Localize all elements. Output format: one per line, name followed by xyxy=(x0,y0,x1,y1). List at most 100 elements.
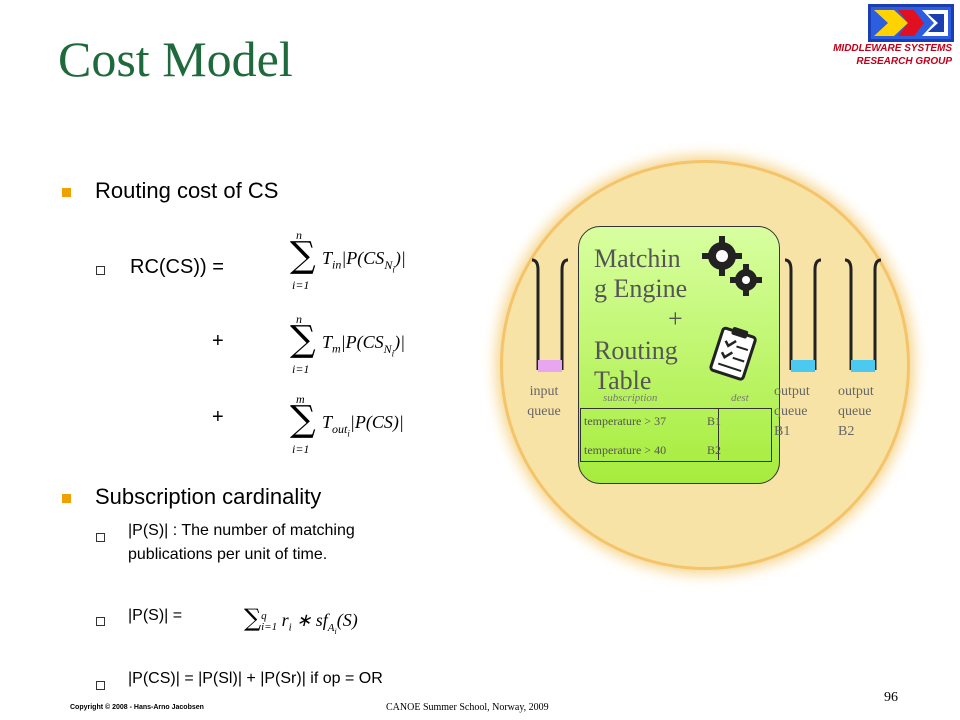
output-b2-line3: B2 xyxy=(838,424,855,439)
msrg-logo xyxy=(868,4,954,42)
term-end: )| xyxy=(394,332,406,352)
output-queue-b2-label: output queue B2 xyxy=(838,382,890,442)
table-header-subscription: subscription xyxy=(603,392,658,404)
clipboard-icon xyxy=(709,326,757,381)
bullet-marker xyxy=(62,494,71,503)
term-end: )| xyxy=(394,248,406,268)
term-r-sub: i xyxy=(288,621,292,634)
output-queue-b2-item xyxy=(851,360,875,372)
gears-icon xyxy=(702,236,762,296)
term-subsub: N xyxy=(383,341,392,356)
ps-description-line1: |P(S)| : The number of matching xyxy=(128,522,355,539)
sub-bullet-marker xyxy=(96,266,105,275)
term-sub: m xyxy=(332,341,341,356)
term-sub: out xyxy=(332,421,348,436)
sum-lower-limit: i=1 xyxy=(261,620,278,633)
bullet-subscription-cardinality: Subscription cardinality xyxy=(95,484,322,509)
sum-upper-limit: q xyxy=(261,609,267,622)
term-end: (S) xyxy=(336,610,358,630)
input-queue-label-line1: input xyxy=(529,384,559,399)
sigma-symbol: ∑ xyxy=(290,235,316,276)
table-row-1-dest: B1 xyxy=(707,414,722,428)
sub-bullet-marker xyxy=(96,681,105,690)
term-mid: ∗ sf xyxy=(291,610,328,630)
output-queue-b1-label: output queue B1 xyxy=(774,382,826,442)
term-sf-subsub: i xyxy=(334,626,337,636)
sum-lower-limit: i=1 xyxy=(292,442,310,456)
table-row-1-subscription: temperature > 37 xyxy=(584,414,667,428)
logo-text: MIDDLEWARE SYSTEMS RESEARCH GROUP xyxy=(833,42,952,68)
sum-lower-limit: i=1 xyxy=(292,362,310,376)
sigma-symbol: ∑ xyxy=(290,319,316,360)
engine-plus: + xyxy=(668,304,683,333)
page-number: 96 xyxy=(884,690,898,705)
slide-title: Cost Model xyxy=(58,31,293,87)
output-b2-line1: output xyxy=(838,384,874,399)
rc-label: RC(CS)) = xyxy=(130,256,224,278)
term-subsubsub: i xyxy=(391,347,395,358)
engine-line2: g Engine xyxy=(594,274,688,303)
term-r: r xyxy=(281,610,289,630)
output-queue-b1-item xyxy=(791,360,815,372)
term-sf-sub: A xyxy=(327,621,335,634)
plus-sign-1: + xyxy=(212,330,224,352)
term-subsub: N xyxy=(384,257,393,272)
output-b1-line2: queue xyxy=(774,404,808,419)
term-rest: |P(CS xyxy=(341,248,385,268)
routing-line1: Routing xyxy=(594,336,678,365)
routing-line2: Table xyxy=(594,366,652,395)
ps-description-line2: publications per unit of time. xyxy=(128,546,328,563)
term-subsub: i xyxy=(347,427,350,438)
term-t: T xyxy=(322,412,333,432)
footer-copyright: Copyright © 2008 - Hans-Arno Jacobsen xyxy=(70,704,204,711)
sum-term: Touti|P(CS)| xyxy=(322,412,404,438)
sigma-symbol: ∑ xyxy=(290,399,316,440)
output-b1-line1: output xyxy=(774,384,810,399)
output-b2-line2: queue xyxy=(838,404,872,419)
formula-sum-m: n ∑ i=1 Tm|P(CSNi)| xyxy=(290,312,480,382)
sum-lower-limit: i=1 xyxy=(292,278,310,292)
term-t: T xyxy=(322,332,333,352)
pcs-equation: |P(CS)| = |P(Sl)| + |P(Sr)| if op = OR xyxy=(128,670,383,687)
formula-sum-in: n ∑ i=1 Tin|P(CSNi)| xyxy=(290,228,480,298)
routing-label: Routing Table xyxy=(594,336,678,396)
term-rest: |P(CS xyxy=(340,332,384,352)
input-queue-label-line2: queue xyxy=(527,404,561,419)
sum-term: Tm|P(CSNi)| xyxy=(322,332,405,358)
sub-bullet-marker xyxy=(96,617,105,626)
queues-diagram xyxy=(531,258,882,372)
sum-term: Tin|P(CSNi)| xyxy=(322,248,406,274)
output-queue-b1-icon xyxy=(784,258,822,370)
sum-upper-limit: n xyxy=(296,228,302,242)
output-b1-line3: B1 xyxy=(774,424,791,439)
plus-sign-2: + xyxy=(212,406,224,428)
logo-line1: MIDDLEWARE SYSTEMS xyxy=(833,43,952,54)
term-sub: in xyxy=(332,257,342,272)
input-queue-icon xyxy=(531,258,569,370)
table-divider xyxy=(718,408,719,460)
term-t: T xyxy=(322,248,333,268)
bullet-marker xyxy=(62,188,71,197)
table-row-2-dest: B2 xyxy=(707,443,722,457)
engine-line1: Matchin xyxy=(594,244,681,273)
term-subsubsub: i xyxy=(392,263,395,274)
sub-bullet-marker xyxy=(96,533,105,542)
bullet-routing-cost: Routing cost of CS xyxy=(95,178,279,203)
formula-sum-out: m ∑ i=1 Touti|P(CS)| xyxy=(290,392,480,462)
input-queue-item xyxy=(538,360,562,372)
table-row-2-subscription: temperature > 40 xyxy=(584,443,667,457)
sigma-symbol: ∑ xyxy=(244,604,262,632)
input-queue-label: input queue xyxy=(516,382,572,422)
ps-equation-label: |P(S)| = xyxy=(128,607,183,624)
footer-event: CANOE Summer School, Norway, 2009 xyxy=(386,702,549,713)
logo-line2: RESEARCH GROUP xyxy=(856,56,952,67)
msrg-logo-icon xyxy=(868,4,954,42)
term-rest: |P(CS)| xyxy=(349,412,404,432)
output-queue-b2-icon xyxy=(844,258,882,370)
routing-table xyxy=(580,408,772,462)
sum-upper-limit: n xyxy=(296,312,302,326)
sum-upper-limit: m xyxy=(296,392,305,406)
engine-label: Matchin g Engine xyxy=(594,244,687,304)
table-header-dest: dest xyxy=(731,392,749,404)
